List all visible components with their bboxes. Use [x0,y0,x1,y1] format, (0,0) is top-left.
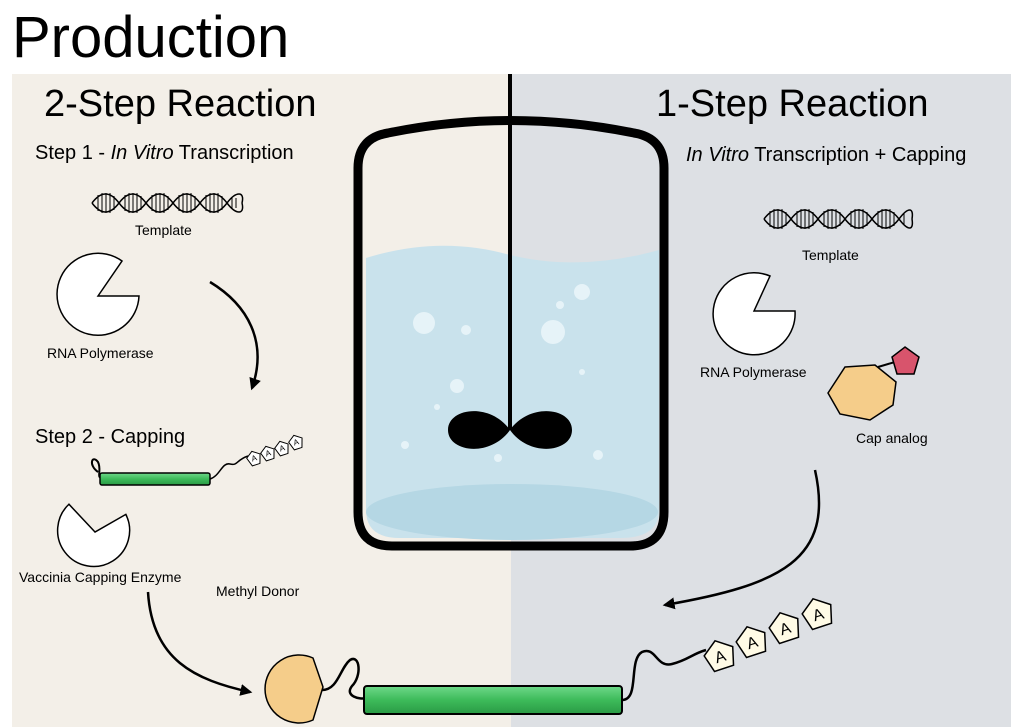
rna-polymerase-icon [56,252,140,337]
rna-polymerase-label: RNA Polymerase [700,364,807,380]
capping-enzyme-label: Vaccinia Capping Enzyme [19,569,182,585]
reactor-vessel [353,116,669,551]
template-label: Template [135,222,192,238]
one-step-heading: 1-Step Reaction [656,83,929,125]
step-arrow [209,280,261,391]
rna-polymerase-label: RNA Polymerase [47,345,154,361]
capped-mrna-product: A A A A [264,597,833,724]
template-dna-icon [91,193,244,213]
step1-label: Step 1 - In Vitro Transcription [35,142,294,164]
bioreactor [353,74,669,551]
uncapped-mrna-icon: A A A A [91,434,303,486]
capping-enzyme-icon [56,503,131,568]
template-dna-icon [763,209,914,229]
one-step-arrow [662,469,821,610]
reactor-liquid [366,245,659,538]
cap-analog-icon [827,346,920,421]
reactor-liquid-floor [366,484,658,540]
polya-letter: A [278,443,286,453]
polya-letter: A [264,448,272,458]
stirrer-impeller [448,411,572,449]
template-label: Template [802,247,859,263]
page-title: Production [12,5,290,70]
polya-letter: A [292,437,300,447]
polya-tail: A A A A [703,597,833,673]
step2-label: Step 2 - Capping [35,426,186,448]
cap-analog-label: Cap analog [856,430,928,446]
two-step-heading: 2-Step Reaction [44,83,317,125]
cap-icon [264,654,324,724]
rna-polymerase-icon [712,272,796,356]
mrna-body [363,685,623,715]
one-step-subtitle: In Vitro Transcription + Capping [686,144,967,166]
capping-arrow [146,591,253,696]
methyl-donor-label: Methyl Donor [216,583,300,599]
polya-letter: A [250,453,258,463]
polya-tail-small: A A A A [246,434,303,467]
